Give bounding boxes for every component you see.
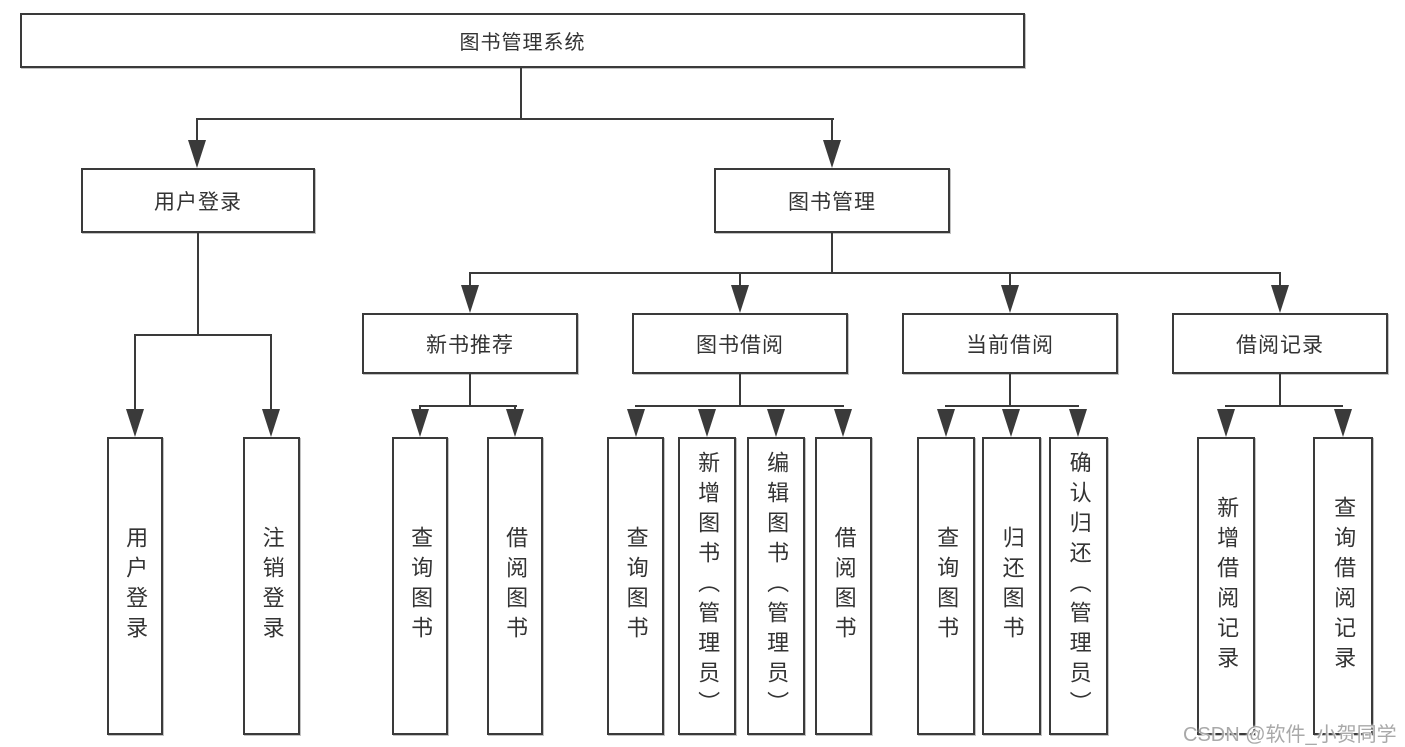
node-leaf-label: 用户登录	[123, 526, 149, 646]
connector-user-login-stem-left	[134, 334, 136, 413]
connector-level2-hline	[196, 118, 834, 120]
connector-book-borrow-hline	[635, 405, 844, 407]
node-leaf-query-book-1: 查询图书	[392, 437, 448, 735]
connector-level2-stem-right	[831, 118, 833, 144]
connector-level3-stem-3	[1009, 272, 1011, 289]
arrow-down-icon	[1002, 409, 1020, 437]
connector-user-login-stem-right	[270, 334, 272, 413]
node-leaf-label: 借阅图书	[503, 526, 529, 646]
connector-level3-stem-2	[739, 272, 741, 289]
node-leaf-query-book-2: 查询图书	[607, 437, 664, 735]
arrow-down-icon	[1271, 285, 1289, 313]
node-leaf-label: 借阅图书	[831, 526, 857, 646]
node-leaf-label: 归还图书	[999, 526, 1025, 646]
arrow-down-icon	[937, 409, 955, 437]
node-leaf-label: 编辑图书（管理员）	[764, 451, 790, 721]
node-leaf-user-login: 用户登录	[107, 437, 163, 735]
node-current-borrow: 当前借阅	[902, 313, 1118, 374]
connector-user-login-hline	[134, 334, 272, 336]
arrow-down-icon	[506, 409, 524, 437]
node-leaf-borrow-book-1: 借阅图书	[487, 437, 543, 735]
node-book-borrow-label: 图书借阅	[696, 333, 784, 357]
csdn-watermark: CSDN @软件_小贺同学	[1183, 724, 1397, 746]
node-leaf-label: 确认归还（管理员）	[1066, 451, 1092, 721]
node-user-login-label: 用户登录	[154, 190, 242, 214]
connector-book-mgmt-trunk	[831, 233, 833, 274]
node-leaf-edit-book-admin: 编辑图书（管理员）	[747, 437, 805, 735]
node-root-label: 图书管理系统	[459, 32, 586, 54]
connector-new-book-trunk	[469, 374, 471, 407]
arrow-down-icon	[823, 140, 841, 168]
connector-new-book-hline	[419, 405, 517, 407]
node-leaf-borrow-book-2: 借阅图书	[815, 437, 872, 735]
arrow-down-icon	[461, 285, 479, 313]
connector-current-borrow-trunk	[1009, 374, 1011, 407]
node-leaf-logout: 注销登录	[243, 437, 300, 735]
node-book-borrow: 图书借阅	[632, 313, 848, 374]
node-new-book-recommend-label: 新书推荐	[426, 333, 514, 357]
connector-user-login-trunk	[197, 233, 199, 336]
arrow-down-icon	[1069, 409, 1087, 437]
connector-level3-hline	[469, 272, 1281, 274]
arrow-down-icon	[188, 140, 206, 168]
node-borrow-record: 借阅记录	[1172, 313, 1388, 374]
arrow-down-icon	[834, 409, 852, 437]
node-leaf-label: 查询借阅记录	[1331, 496, 1357, 676]
connector-borrow-record-trunk	[1279, 374, 1281, 407]
node-leaf-label: 注销登录	[259, 526, 285, 646]
node-leaf-confirm-return-admin: 确认归还（管理员）	[1049, 437, 1108, 735]
node-leaf-label: 查询图书	[623, 526, 649, 646]
node-current-borrow-label: 当前借阅	[966, 333, 1054, 357]
node-new-book-recommend: 新书推荐	[362, 313, 578, 374]
node-leaf-label: 查询图书	[934, 526, 960, 646]
node-leaf-add-borrow-record: 新增借阅记录	[1197, 437, 1255, 735]
connector-level2-stem-left	[196, 118, 198, 144]
arrow-down-icon	[1001, 285, 1019, 313]
arrow-down-icon	[1334, 409, 1352, 437]
node-leaf-return-book: 归还图书	[982, 437, 1041, 735]
arrow-down-icon	[1217, 409, 1235, 437]
node-borrow-record-label: 借阅记录	[1236, 333, 1324, 357]
connector-root-trunk	[520, 68, 522, 120]
arrow-down-icon	[698, 409, 716, 437]
node-leaf-label: 新增借阅记录	[1214, 496, 1240, 676]
arrow-down-icon	[262, 409, 280, 437]
node-leaf-label: 新增图书（管理员）	[695, 451, 721, 721]
node-leaf-query-book-3: 查询图书	[917, 437, 975, 735]
connector-book-borrow-trunk	[739, 374, 741, 407]
connector-current-borrow-hline	[945, 405, 1079, 407]
connector-borrow-record-hline	[1225, 405, 1343, 407]
arrow-down-icon	[627, 409, 645, 437]
node-leaf-add-book-admin: 新增图书（管理员）	[678, 437, 736, 735]
node-root: 图书管理系统	[20, 13, 1025, 68]
node-leaf-query-borrow-record: 查询借阅记录	[1313, 437, 1373, 735]
arrow-down-icon	[411, 409, 429, 437]
arrow-down-icon	[126, 409, 144, 437]
node-leaf-label: 查询图书	[408, 526, 434, 646]
arrow-down-icon	[767, 409, 785, 437]
node-book-management: 图书管理	[714, 168, 950, 233]
node-book-management-label: 图书管理	[788, 190, 876, 214]
connector-level3-stem-1	[469, 272, 471, 289]
node-user-login: 用户登录	[81, 168, 315, 233]
arrow-down-icon	[731, 285, 749, 313]
connector-level3-stem-4	[1279, 272, 1281, 289]
